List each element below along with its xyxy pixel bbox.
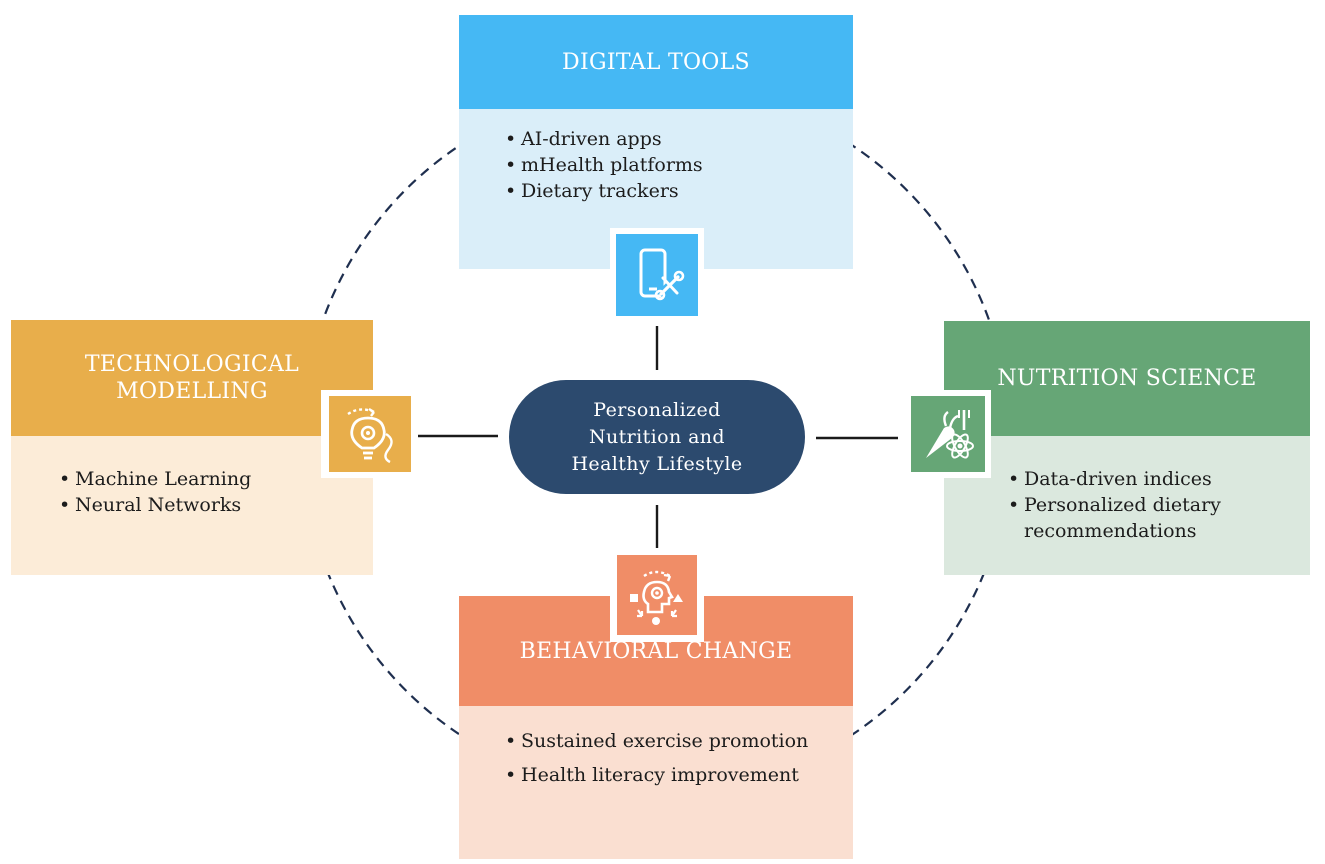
technological-modelling-card: TECHNOLOGICAL MODELLING Machine Learning… — [11, 320, 373, 575]
list-item: mHealth platforms — [505, 152, 853, 178]
behavioral-change-card: BEHAVIORAL CHANGE Sustained exercise pro… — [459, 596, 853, 859]
list-item: AI-driven apps — [505, 126, 853, 152]
head-gear-shapes-icon — [617, 555, 697, 635]
list-item: Machine Learning — [59, 466, 373, 492]
behavioral-change-icon-frame — [610, 548, 704, 642]
nutrition-science-icon-frame — [905, 390, 991, 478]
list-item: Health literacy improvement — [505, 762, 853, 788]
list-item: Data-driven indices — [1008, 466, 1310, 492]
nutrition-science-title: NUTRITION SCIENCE — [944, 321, 1310, 436]
digital-tools-list: AI-driven apps mHealth platforms Dietary… — [505, 126, 853, 204]
list-item: Sustained exercise promotion — [505, 728, 853, 754]
technological-modelling-icon-frame — [321, 390, 418, 478]
nutrition-science-list: Data-driven indices Personalized dietary… — [1008, 466, 1310, 544]
nutrition-science-body: Data-driven indices Personalized dietary… — [944, 436, 1310, 575]
behavioral-change-list: Sustained exercise promotion Health lite… — [505, 728, 853, 788]
carrot-fork-atom-icon — [911, 396, 985, 472]
technological-modelling-title: TECHNOLOGICAL MODELLING — [11, 320, 373, 436]
nutrition-science-card: NUTRITION SCIENCE Data-driven indices Pe… — [944, 321, 1310, 575]
lightbulb-gear-icon — [328, 396, 411, 472]
digital-tools-icon-frame — [610, 228, 704, 322]
smartphone-wrench-icon — [616, 234, 698, 316]
list-item: Neural Networks — [59, 492, 373, 518]
center-hub: Personalized Nutrition and Healthy Lifes… — [509, 380, 805, 494]
behavioral-change-body: Sustained exercise promotion Health lite… — [459, 706, 853, 859]
list-item: Personalized dietary recommendations — [1008, 492, 1310, 544]
technological-modelling-body: Machine Learning Neural Networks — [11, 436, 373, 575]
technological-modelling-list: Machine Learning Neural Networks — [59, 466, 373, 518]
digital-tools-title: DIGITAL TOOLS — [459, 15, 853, 109]
list-item: Dietary trackers — [505, 178, 853, 204]
